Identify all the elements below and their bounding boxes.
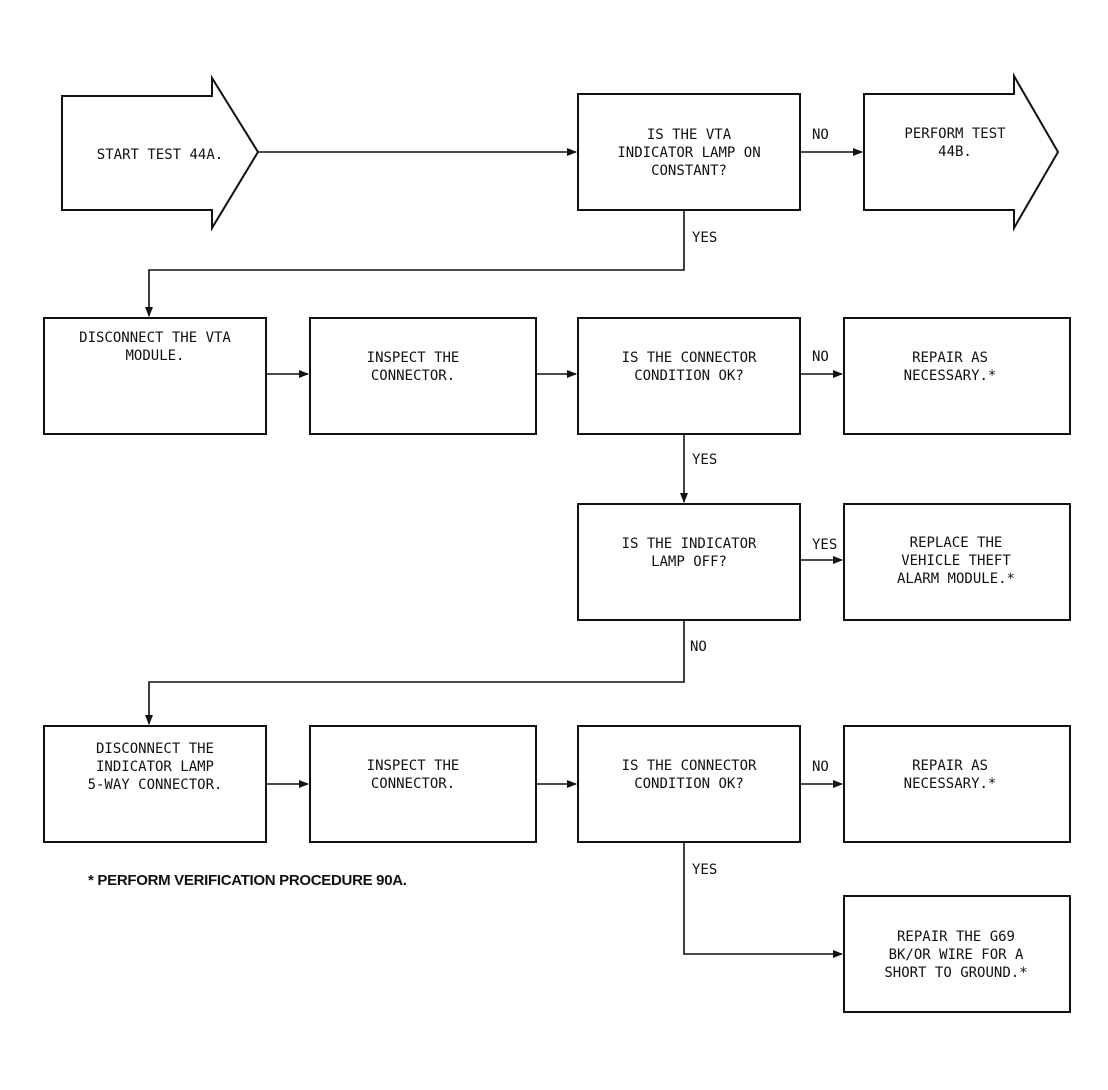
node-text-line: IS THE CONNECTOR — [622, 350, 757, 366]
label-conn1-yes: YES — [692, 452, 717, 468]
node-text-line: PERFORM TEST — [904, 126, 1006, 142]
inspect-1-box — [309, 317, 537, 435]
node-text-line: INSPECT THE — [367, 758, 460, 774]
q-conn-2-box — [577, 725, 801, 843]
node-text-line: MODULE. — [125, 348, 184, 364]
node-text-line: CONNECTOR. — [371, 368, 455, 384]
edge-q-vta-yes — [145, 210, 685, 317]
repair-2-box — [843, 725, 1071, 843]
node-inspect-1-text: INSPECT THE CONNECTOR. — [367, 350, 460, 384]
node-q-vta-lamp-text: IS THE VTA INDICATOR LAMP ON CONSTANT? — [617, 127, 760, 179]
repair-1-box — [843, 317, 1071, 435]
node-text-line: INDICATOR LAMP — [96, 759, 214, 775]
node-text-line: INDICATOR LAMP ON — [617, 145, 760, 161]
disconnect-lamp-box — [43, 725, 267, 843]
node-text-line: CONNECTOR. — [371, 776, 455, 792]
node-text-line: CONDITION OK? — [634, 776, 744, 792]
footnote: * PERFORM VERIFICATION PROCEDURE 90A. — [88, 872, 407, 889]
node-text-line: NECESSARY.* — [904, 368, 997, 384]
label-lamp-off-no: NO — [690, 639, 707, 655]
label-conn2-yes: YES — [692, 862, 717, 878]
node-start-text: START TEST 44A. — [97, 147, 223, 163]
node-text-line: BK/OR WIRE FOR A — [889, 947, 1024, 963]
node-text-line: ALARM MODULE.* — [897, 571, 1015, 587]
edge-conn2-yes — [683, 842, 843, 958]
label-lamp-off-yes: YES — [812, 537, 837, 553]
perform-44b-arrow-shape — [863, 72, 1060, 232]
node-text-line: REPAIR AS — [912, 758, 988, 774]
node-text-line: IS THE CONNECTOR — [622, 758, 757, 774]
node-replace-module-text: REPLACE THE VEHICLE THEFT ALARM MODULE.* — [897, 535, 1015, 587]
node-q-lamp-off-text: IS THE INDICATOR LAMP OFF? — [622, 536, 757, 570]
label-conn2-no: NO — [812, 759, 829, 775]
node-text-line: DISCONNECT THE VTA — [79, 330, 231, 346]
node-perform-44b-text: PERFORM TEST 44B. — [904, 126, 1006, 160]
node-q-conn-2-text: IS THE CONNECTOR CONDITION OK? — [622, 758, 757, 792]
node-text-line: NECESSARY.* — [904, 776, 997, 792]
label-q-vta-no: NO — [812, 127, 829, 143]
node-text-line: IS THE INDICATOR — [622, 536, 757, 552]
disconnect-vta-box — [43, 317, 267, 435]
node-q-conn-1-text: IS THE CONNECTOR CONDITION OK? — [622, 350, 757, 384]
node-text-line: CONSTANT? — [651, 163, 727, 179]
node-text-line: CONDITION OK? — [634, 368, 744, 384]
replace-module-box — [843, 503, 1071, 621]
label-conn1-no: NO — [812, 349, 829, 365]
node-inspect-2-text: INSPECT THE CONNECTOR. — [367, 758, 460, 792]
label-q-vta-yes: YES — [692, 230, 717, 246]
node-text-line: START TEST 44A. — [97, 147, 223, 163]
node-text-line: 5-WAY CONNECTOR. — [88, 777, 223, 793]
node-text-line: REPAIR THE G69 — [897, 929, 1015, 945]
node-disconnect-vta-text: DISCONNECT THE VTA MODULE. — [79, 330, 231, 364]
q-vta-lamp-box — [577, 93, 801, 211]
edge-lamp-off-no — [145, 620, 685, 725]
node-text-line: SHORT TO GROUND.* — [884, 965, 1027, 981]
node-text-line: REPAIR AS — [912, 350, 988, 366]
repair-g69-box — [843, 895, 1071, 1013]
node-text-line: VEHICLE THEFT — [901, 553, 1011, 569]
node-text-line: IS THE VTA — [647, 127, 732, 143]
node-text-line: 44B. — [938, 144, 972, 160]
node-disconnect-lamp-text: DISCONNECT THE INDICATOR LAMP 5-WAY CONNEC… — [88, 741, 223, 793]
node-text-line: REPLACE THE — [910, 535, 1003, 551]
node-repair-1-text: REPAIR AS NECESSARY.* — [904, 350, 997, 384]
q-conn-1-box — [577, 317, 801, 435]
node-repair-2-text: REPAIR AS NECESSARY.* — [904, 758, 997, 792]
node-text-line: LAMP OFF? — [651, 554, 727, 570]
start-arrow-shape — [61, 74, 260, 232]
inspect-2-box — [309, 725, 537, 843]
node-text-line: INSPECT THE — [367, 350, 460, 366]
node-text-line: DISCONNECT THE — [96, 741, 214, 757]
q-lamp-off-box — [577, 503, 801, 621]
